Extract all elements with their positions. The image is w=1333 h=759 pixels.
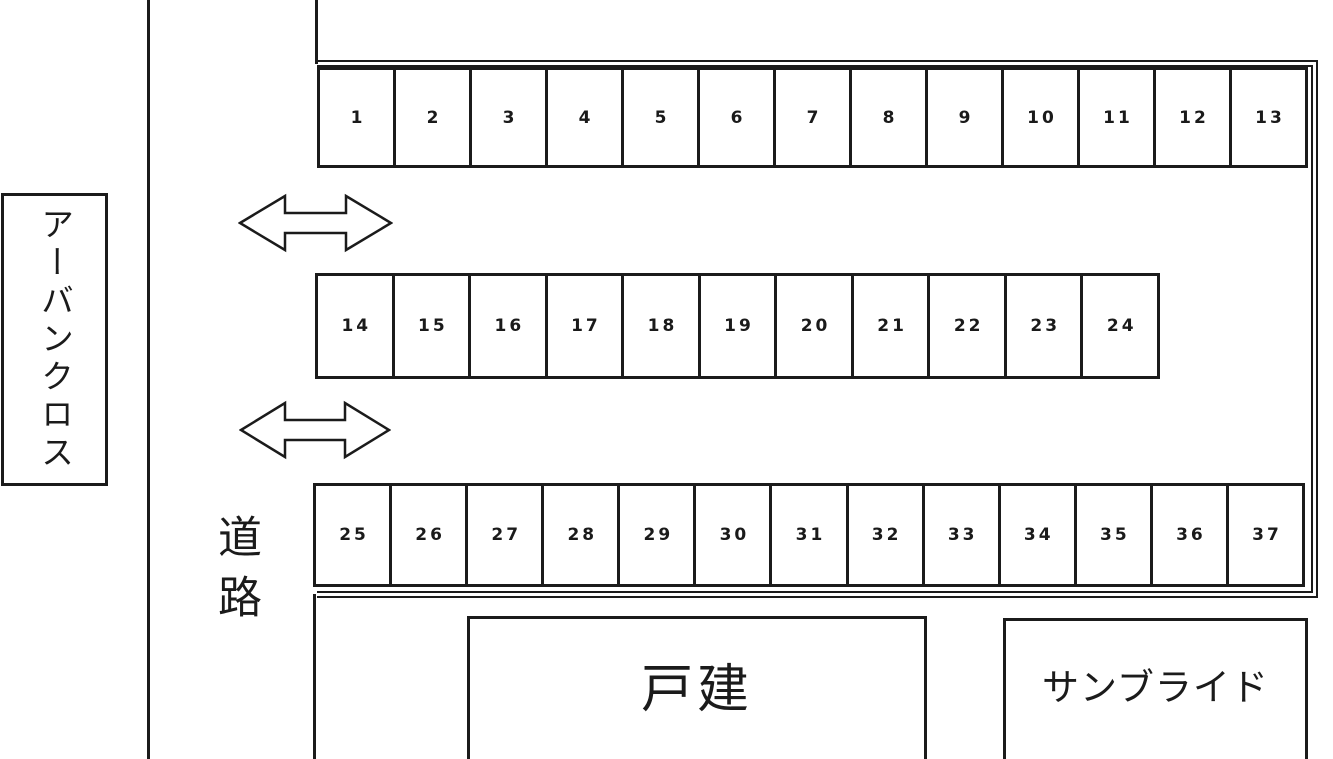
- parking-space-16: 16: [468, 273, 548, 379]
- parking-space-21: 21: [850, 273, 931, 379]
- parking-space-33: 33: [921, 483, 1001, 587]
- parking-space-18: 18: [621, 273, 701, 379]
- parking-space-35: 35: [1073, 483, 1153, 587]
- top-boundary-line: [315, 0, 318, 64]
- parking-space-14: 14: [315, 273, 395, 379]
- two-way-arrow-icon-upper: [238, 193, 393, 253]
- parking-space-1: 1: [317, 67, 396, 168]
- parking-space-36: 36: [1149, 483, 1229, 587]
- parking-space-11: 11: [1077, 67, 1156, 168]
- parking-space-23: 23: [1003, 273, 1084, 379]
- parking-space-4: 4: [545, 67, 624, 168]
- parking-space-24: 24: [1080, 273, 1161, 379]
- parking-space-12: 12: [1153, 67, 1232, 168]
- parking-space-17: 17: [544, 273, 625, 379]
- parking-space-31: 31: [769, 483, 849, 587]
- parking-space-27: 27: [465, 483, 545, 587]
- parking-space-29: 29: [617, 483, 697, 587]
- sunbride-label: サンブライド: [1042, 666, 1269, 709]
- parking-lot-outer-border: [317, 60, 1318, 598]
- parking-space-28: 28: [541, 483, 621, 587]
- bottom-boundary-line: [313, 594, 316, 759]
- parking-space-5: 5: [621, 67, 700, 168]
- parking-space-19: 19: [697, 273, 778, 379]
- parking-space-20: 20: [774, 273, 854, 379]
- parking-space-2: 2: [393, 67, 472, 168]
- building-label-urban-cross: アーバンクロス: [35, 206, 75, 473]
- parking-space-32: 32: [845, 483, 925, 587]
- parking-space-30: 30: [693, 483, 773, 587]
- parking-space-22: 22: [927, 273, 1007, 379]
- parking-space-3: 3: [469, 67, 548, 168]
- parking-space-6: 6: [697, 67, 776, 168]
- parking-space-25: 25: [313, 483, 393, 587]
- parking-space-9: 9: [925, 67, 1004, 168]
- parking-space-13: 13: [1229, 67, 1308, 168]
- two-way-arrow-icon-lower: [239, 400, 391, 460]
- sunbride-box: サンブライド: [1003, 618, 1308, 759]
- road-label: 道路: [210, 514, 261, 634]
- parking-space-15: 15: [391, 273, 472, 379]
- building-box-urban-cross: アーバンクロス: [1, 193, 108, 486]
- parking-space-37: 37: [1225, 483, 1306, 587]
- parking-space-10: 10: [1001, 67, 1080, 168]
- road-boundary-line: [147, 0, 150, 759]
- parking-space-34: 34: [997, 483, 1077, 587]
- detached-house-box: 戸建: [467, 616, 927, 759]
- parking-space-7: 7: [773, 67, 852, 168]
- detached-house-label: 戸建: [640, 660, 753, 720]
- parking-space-26: 26: [389, 483, 469, 587]
- parking-space-8: 8: [849, 67, 928, 168]
